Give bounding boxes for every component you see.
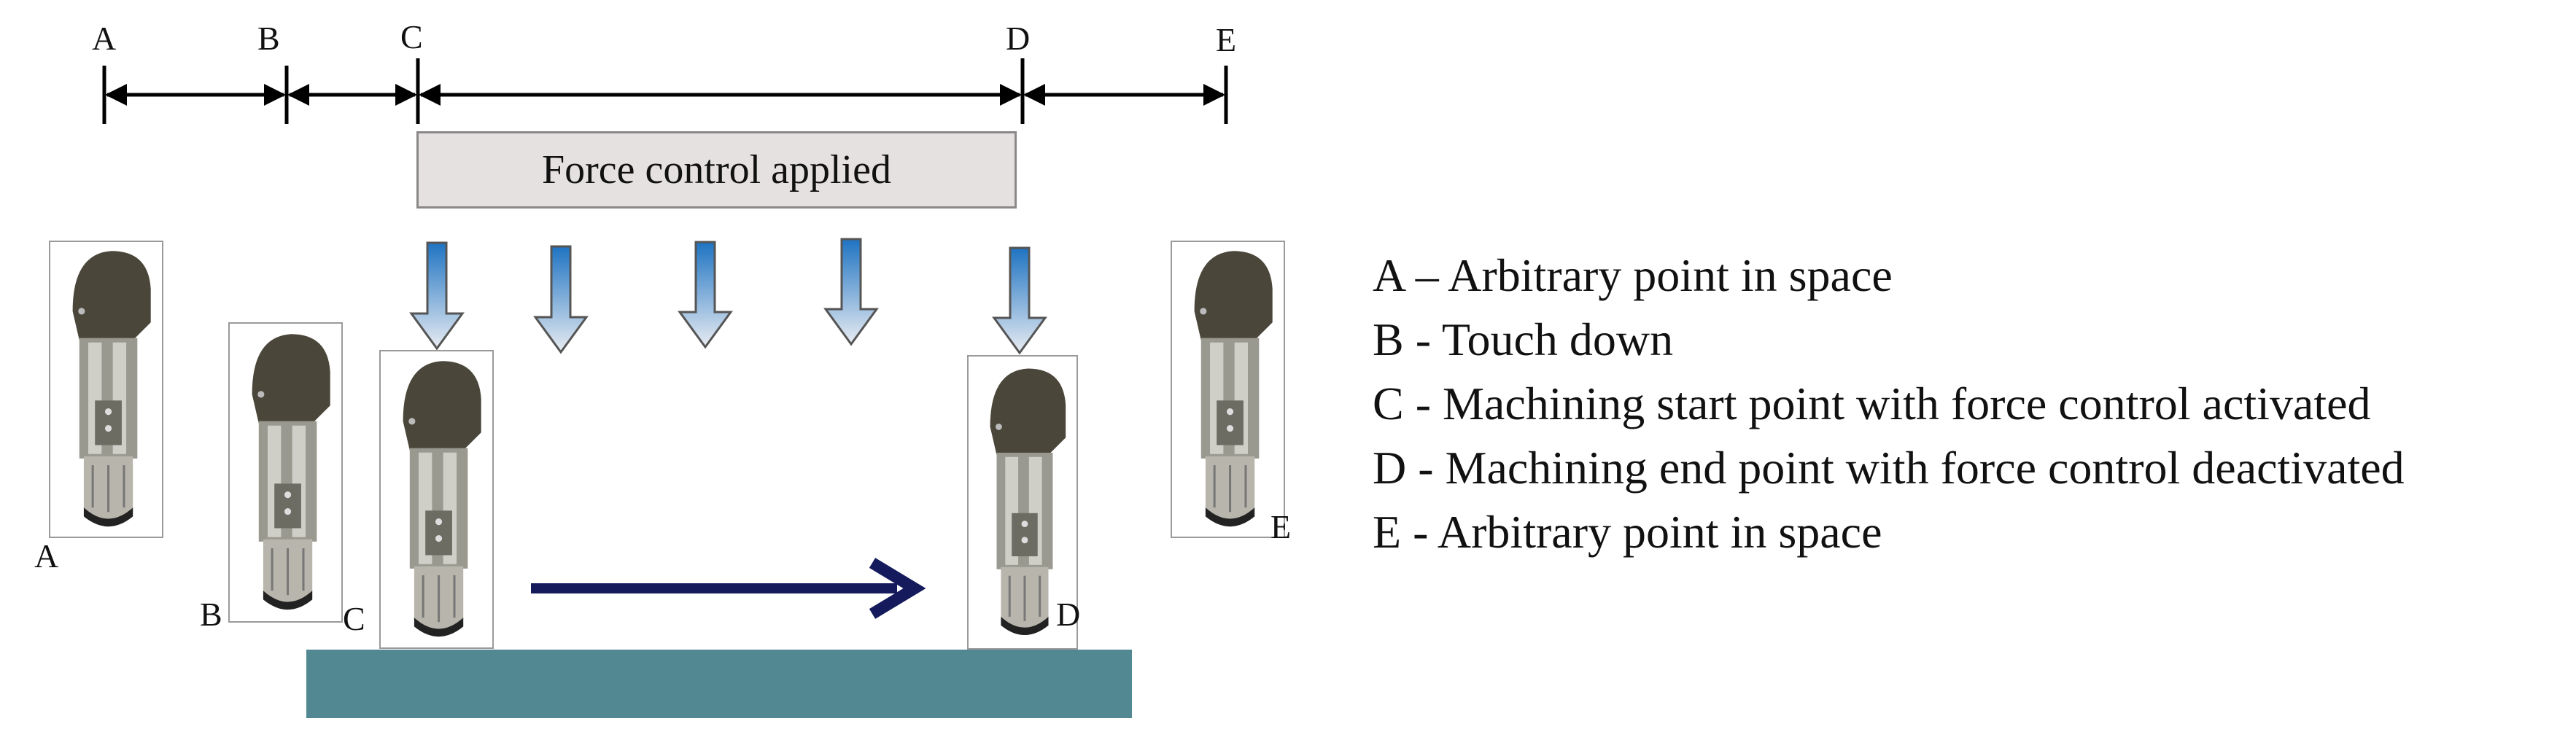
- tool-graphic-icon: [990, 368, 1066, 636]
- tool-label-d: D: [1056, 596, 1081, 633]
- force-arrow-2: [533, 245, 589, 354]
- workpiece: [306, 650, 1132, 718]
- top-label-e: E: [1216, 21, 1237, 58]
- motion-arrow: [531, 558, 926, 619]
- legend: A – Arbitrary point in space B - Touch d…: [1373, 244, 2405, 564]
- tool-position-d: [967, 355, 1078, 650]
- force-arrow-1: [409, 241, 465, 351]
- tool-graphic-icon: [72, 251, 151, 527]
- tool-label-c: C: [343, 600, 365, 637]
- top-label-b: B: [257, 20, 280, 57]
- tool-label-e: E: [1270, 508, 1292, 545]
- legend-item-c: C - Machining start point with force con…: [1373, 378, 2371, 429]
- tool-position-c: [379, 350, 494, 649]
- force-arrow-3: [678, 241, 733, 349]
- tool-position-a: [49, 241, 163, 538]
- tool-graphic-icon: [252, 334, 330, 610]
- tool-graphic-icon: [1194, 251, 1273, 527]
- top-label-a: A: [92, 20, 117, 57]
- legend-item-a: A – Arbitrary point in space: [1373, 249, 1893, 301]
- banner-text: Force control applied: [542, 147, 891, 192]
- tool-label-b: B: [200, 596, 222, 633]
- tool-position-e: [1171, 241, 1285, 538]
- top-label-d: D: [1006, 20, 1031, 57]
- tool-position-b: [228, 322, 343, 623]
- top-label-c: C: [400, 18, 423, 55]
- tool-label-a: A: [34, 537, 59, 575]
- tool-graphic-icon: [403, 361, 481, 637]
- force-arrow-4: [823, 238, 879, 346]
- legend-item-d: D - Machining end point with force contr…: [1373, 442, 2405, 494]
- force-control-banner: Force control applied: [416, 131, 1017, 209]
- legend-item-b: B - Touch down: [1373, 314, 1674, 365]
- force-arrow-5: [992, 246, 1047, 355]
- legend-item-e: E - Arbitrary point in space: [1373, 506, 1882, 558]
